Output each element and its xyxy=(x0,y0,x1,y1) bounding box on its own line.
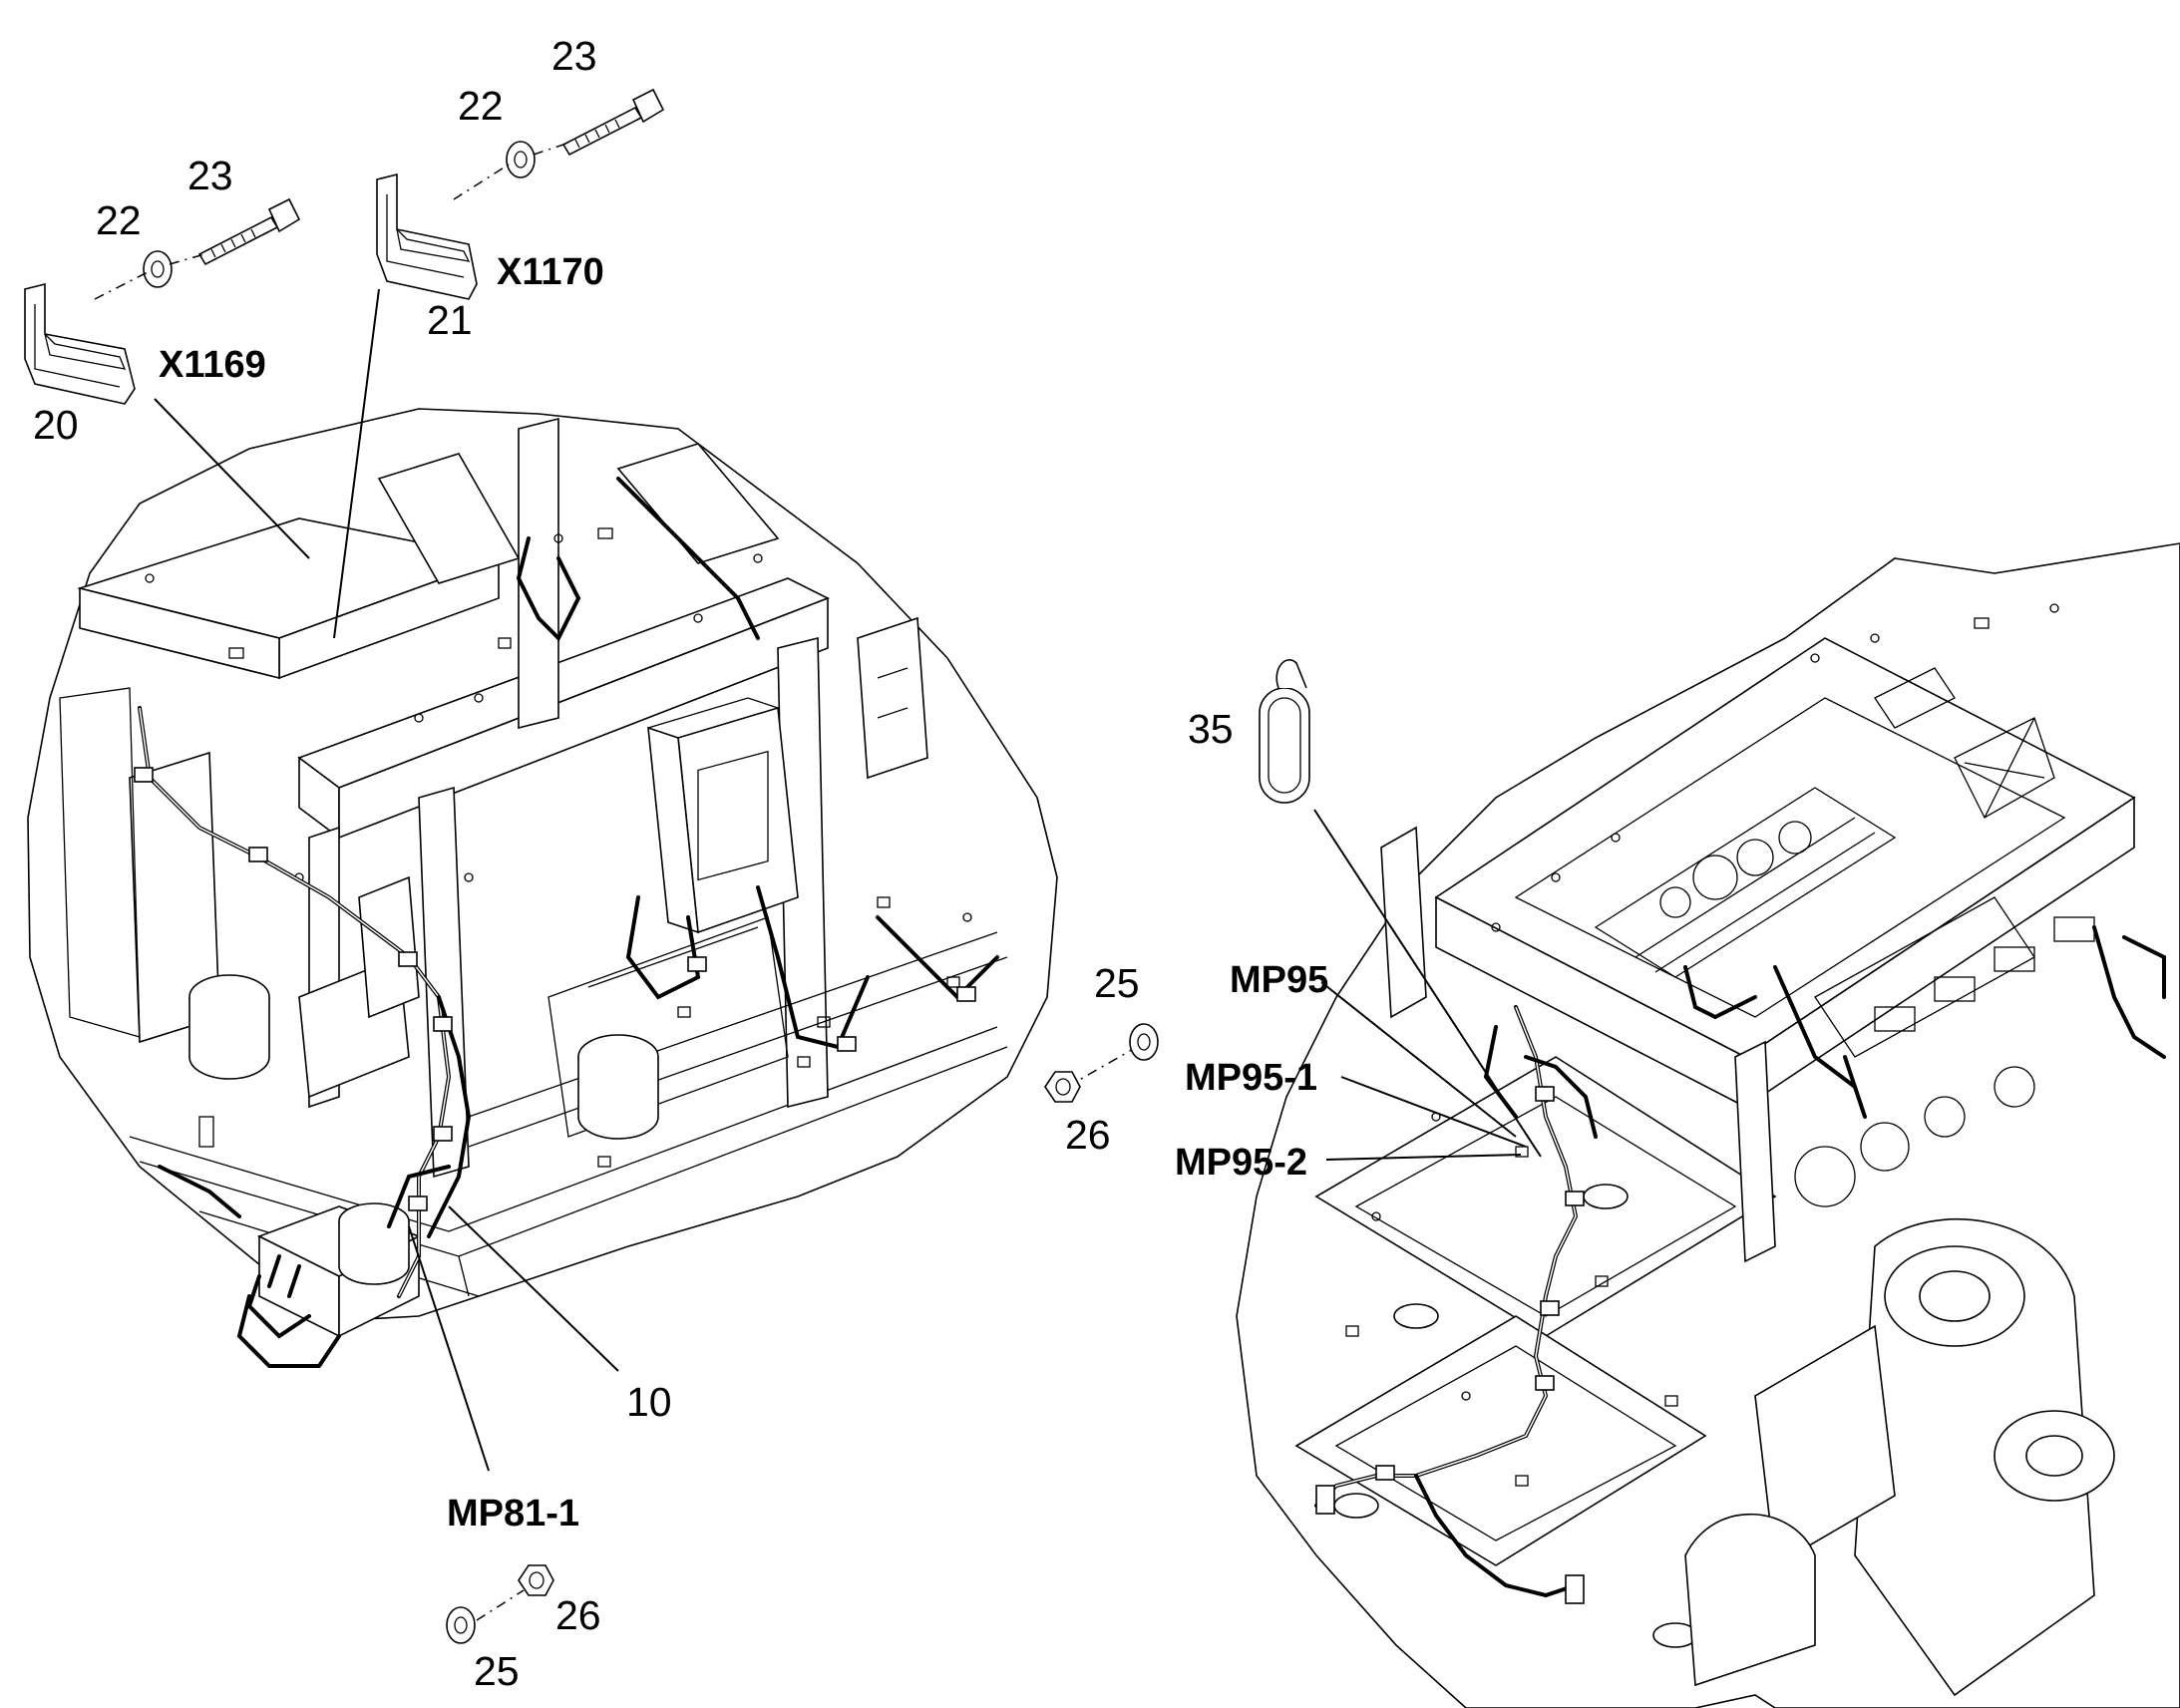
callout-23-left: 23 xyxy=(187,153,233,198)
connector-label-x1169: X1169 xyxy=(159,344,266,386)
callout-20: 20 xyxy=(33,402,79,448)
axis-line-21 xyxy=(453,144,564,200)
callout-25-right: 25 xyxy=(1094,960,1140,1006)
left-frame-assembly xyxy=(27,408,1058,1368)
callout-10: 10 xyxy=(626,1379,672,1425)
nut-26-bottom-icon xyxy=(518,1564,554,1596)
bolt-23-right-icon xyxy=(561,88,665,157)
measuring-point-mp95-2: MP95-2 xyxy=(1175,1142,1307,1184)
bolt-23-left-icon xyxy=(197,197,301,266)
callout-21: 21 xyxy=(427,297,473,343)
washer-22-left-icon xyxy=(143,250,173,288)
washer-22-right-icon xyxy=(506,141,536,178)
measuring-point-mp95-1: MP95-1 xyxy=(1185,1057,1317,1099)
callout-26-bottom: 26 xyxy=(555,1592,601,1638)
callout-26-right: 26 xyxy=(1065,1112,1111,1158)
callout-23-right: 23 xyxy=(551,33,597,79)
axis-line-25-26-right xyxy=(1066,1046,1138,1088)
washer-25-right-icon xyxy=(1129,1023,1159,1061)
callout-35: 35 xyxy=(1188,706,1234,752)
callout-22-right: 22 xyxy=(458,83,504,129)
leader-lines xyxy=(154,288,1542,1472)
callout-25-bottom: 25 xyxy=(474,1648,520,1694)
bracket-21-icon xyxy=(376,172,478,300)
washer-25-bottom-icon xyxy=(446,1606,476,1644)
right-frame-assembly xyxy=(1236,542,2180,1708)
axis-line-25-26-bottom xyxy=(476,1589,525,1621)
measuring-point-mp81-1: MP81-1 xyxy=(447,1493,579,1535)
connector-label-x1170: X1170 xyxy=(497,251,604,293)
axis-line-20 xyxy=(94,253,205,300)
callout-22-left: 22 xyxy=(96,197,142,243)
cable-tie-35-icon xyxy=(1259,659,1310,804)
bracket-20-icon xyxy=(24,282,136,405)
measuring-point-mp95: MP95 xyxy=(1230,959,1328,1001)
nut-26-right-icon xyxy=(1044,1071,1081,1103)
